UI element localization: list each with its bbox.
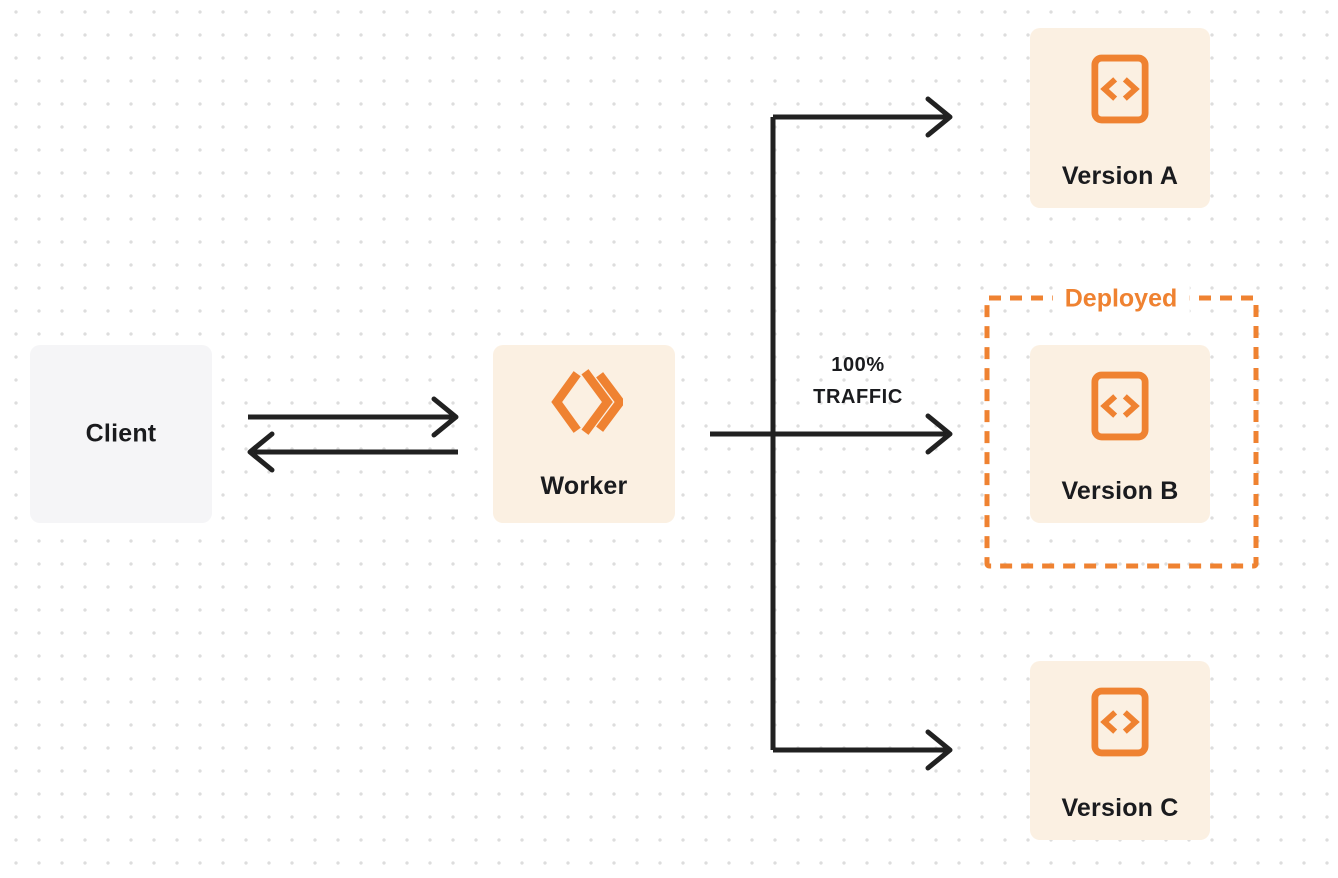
branch-to-version-a-arrow: [773, 96, 953, 138]
code-document-icon: [1091, 687, 1149, 757]
version-c-label: Version C: [1061, 794, 1179, 822]
worker-to-version-b-arrow: [710, 413, 953, 455]
worker-node: Worker: [493, 345, 675, 523]
traffic-word: TRAFFIC: [813, 386, 903, 408]
client-to-worker-arrow: [248, 396, 459, 438]
traffic-percentage-label: 100% TRAFFIC: [777, 349, 939, 413]
version-c-node: Version C: [1030, 661, 1210, 840]
cloudflare-workers-icon: [545, 363, 623, 441]
version-b-node: Version B: [1030, 345, 1210, 523]
traffic-percentage-value: 100%: [831, 354, 885, 376]
worker-label: Worker: [540, 472, 628, 500]
version-a-label: Version A: [1061, 162, 1179, 190]
code-document-icon: [1091, 54, 1149, 124]
branch-to-version-c-arrow: [773, 729, 953, 771]
deployed-group-label: Deployed: [1052, 284, 1190, 314]
version-a-node: Version A: [1030, 28, 1210, 208]
code-document-icon: [1091, 371, 1149, 441]
client-node: Client: [30, 345, 212, 523]
version-b-label: Version B: [1061, 477, 1179, 505]
worker-to-client-arrow: [247, 431, 458, 473]
client-label: Client: [85, 419, 157, 448]
